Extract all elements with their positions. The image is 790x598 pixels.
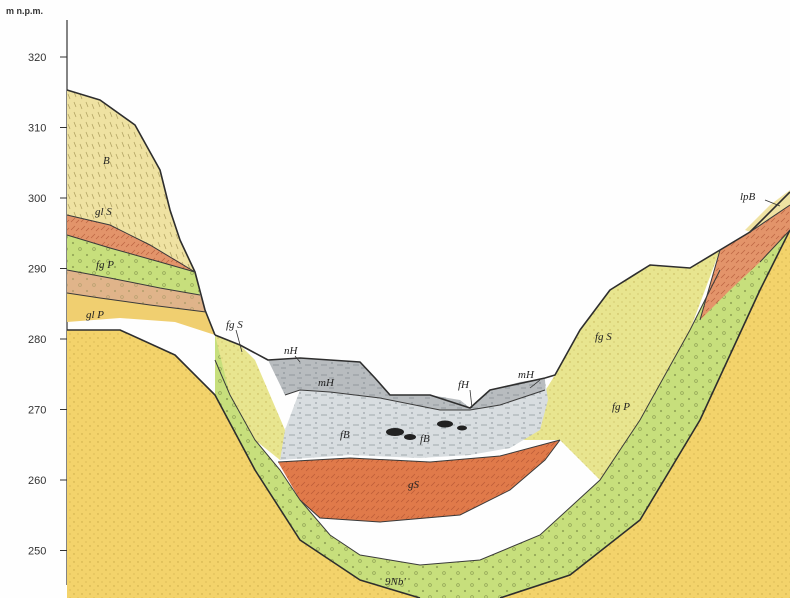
label-B-top: B bbox=[103, 155, 110, 167]
y-tick-label: 310 bbox=[28, 123, 46, 135]
axis-unit-label: m n.p.m. bbox=[6, 6, 43, 16]
y-tick-label: 290 bbox=[28, 264, 46, 276]
label-nH: nH bbox=[284, 345, 299, 357]
y-tick-label: 300 bbox=[28, 193, 46, 205]
label-fg-P-left: fg P bbox=[96, 259, 114, 271]
label-bedrock: 9Nb' bbox=[385, 576, 406, 588]
label-fg-S-left: fg S bbox=[226, 319, 243, 331]
label-fB-mid: fB bbox=[420, 433, 430, 445]
label-fg-P-right: fg P bbox=[612, 401, 630, 413]
y-tick-label: 280 bbox=[28, 334, 46, 346]
label-gl-P: gl P bbox=[86, 309, 104, 321]
y-tick-label: 270 bbox=[28, 405, 46, 417]
y-axis: 320 310 300 290 280 270 260 250 m n.p.m. bbox=[6, 6, 67, 585]
label-fH: fH bbox=[458, 379, 470, 391]
label-fB-left: fB bbox=[340, 429, 350, 441]
label-fg-S-right: fg S bbox=[595, 331, 612, 343]
y-tick-label: 320 bbox=[28, 52, 46, 64]
label-gS: gS bbox=[408, 479, 420, 491]
label-lpB: lpB bbox=[740, 191, 756, 203]
label-mH-left: mH bbox=[318, 377, 335, 389]
y-tick-label: 260 bbox=[28, 475, 46, 487]
label-gl-S: gl S bbox=[95, 206, 112, 218]
label-mH-right: mH bbox=[518, 369, 535, 381]
y-tick-label: 250 bbox=[28, 546, 46, 558]
